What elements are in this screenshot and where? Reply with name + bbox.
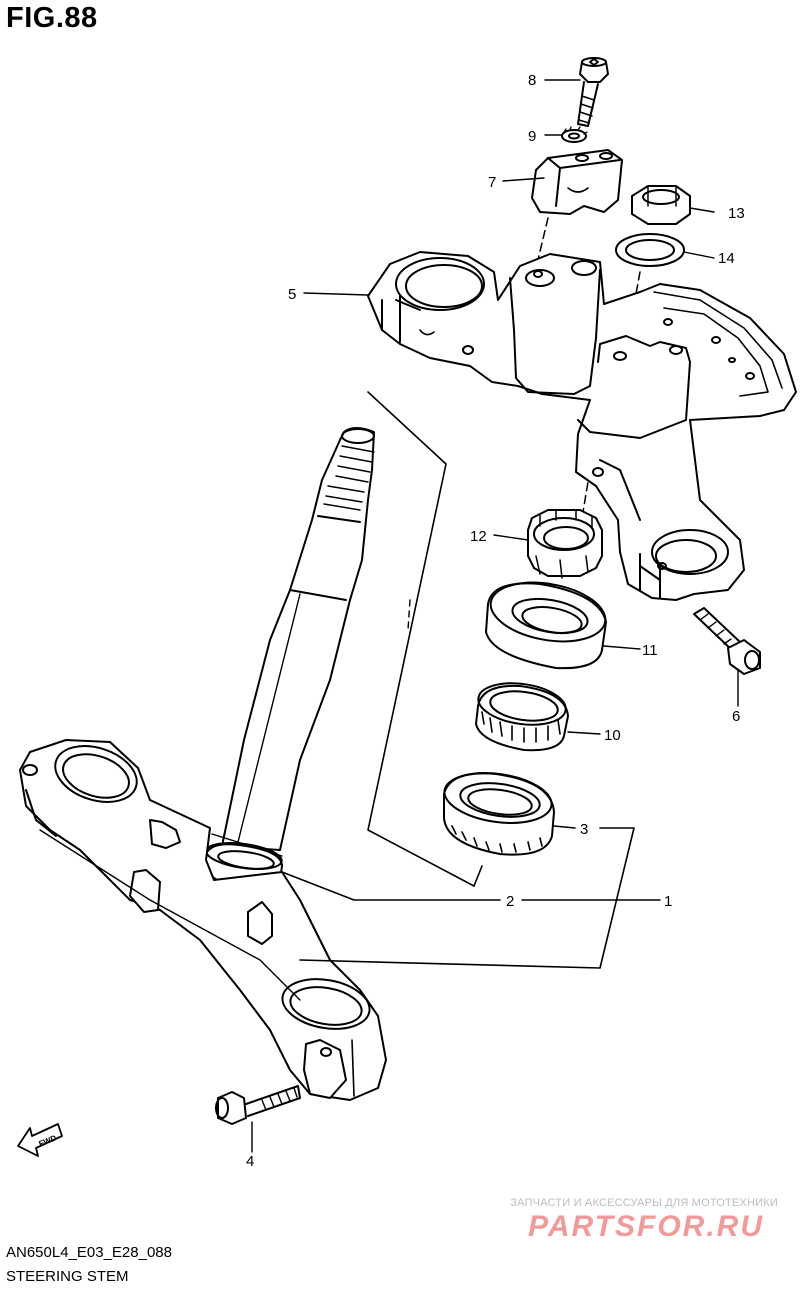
callout-1: 1 (664, 893, 672, 910)
part-10-upper-bearing (475, 682, 569, 752)
callout-6: 6 (732, 708, 740, 725)
fwd-arrow-icon: FWD (17, 1123, 63, 1157)
part-3-lower-bearing (443, 772, 555, 856)
part-12-stem-lock-nut (527, 509, 603, 579)
part-1-lower-bracket (19, 739, 387, 1101)
part-1-stem-shaft (221, 427, 411, 851)
part-7-handlebar-holder (531, 149, 623, 215)
callout-4: 4 (246, 1153, 254, 1170)
model-code: AN650L4_E03_E28_088 (6, 1244, 172, 1261)
callout-3: 3 (580, 821, 588, 838)
callout-9: 9 (528, 128, 536, 145)
callout-13: 13 (728, 205, 745, 222)
section-title: STEERING STEM (6, 1268, 129, 1285)
watermark-brand: PARTSFOR.RU (528, 1210, 764, 1243)
part-14-washer (615, 233, 685, 267)
callout-2: 2 (506, 893, 514, 910)
part-6-upper-clamp-bolt (693, 607, 761, 675)
callout-11: 11 (642, 642, 658, 659)
part-5-upper-bracket (367, 251, 797, 601)
watermark-tagline: ЗАПЧАСТИ И АКСЕССУАРЫ ДЛЯ МОТОТЕХНИКИ (510, 1197, 778, 1209)
part-9-lock-washer (561, 126, 588, 143)
callout-14: 14 (718, 250, 735, 267)
part-8-holder-bolt (577, 57, 609, 127)
figure-title: FIG.88 (6, 2, 98, 34)
leader-lines (251, 79, 739, 1153)
callout-7: 7 (488, 174, 496, 191)
callout-8: 8 (528, 72, 536, 89)
callout-labels: 8 9 7 13 14 5 12 11 6 10 3 2 1 4 (246, 72, 745, 1170)
reference-frame-lines (281, 391, 635, 969)
callout-5: 5 (288, 286, 296, 303)
part-4-lower-clamp-bolt (215, 1085, 301, 1125)
callout-10: 10 (604, 727, 621, 744)
part-11-dust-seal (485, 581, 607, 670)
part-13-stem-head-nut (631, 185, 691, 225)
callout-12: 12 (470, 528, 487, 545)
